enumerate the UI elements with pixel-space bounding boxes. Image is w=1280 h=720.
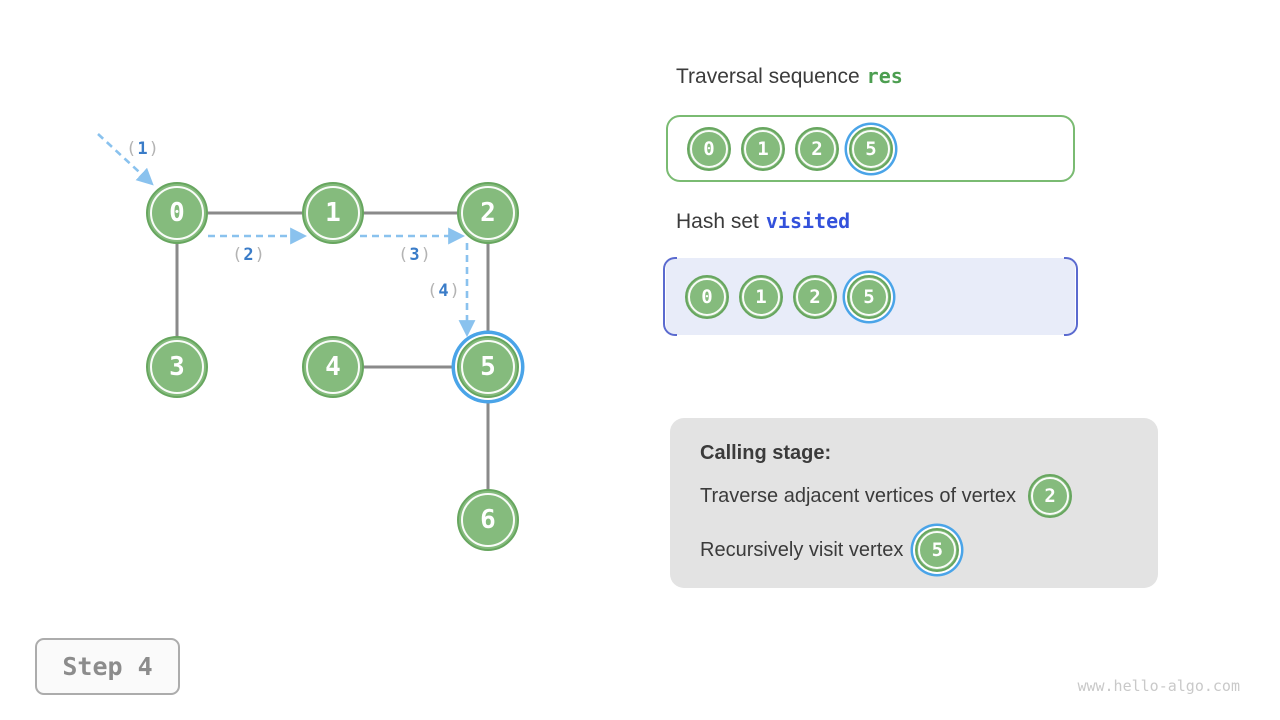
visited-panel-title: Hash set visited (676, 209, 850, 234)
res-item-0: 0 (687, 126, 731, 171)
arrow-label-2-num: 2 (243, 245, 255, 265)
calling-line-2-text: Recursively visit vertex (700, 538, 904, 561)
arrow-label-4-num: 4 (438, 281, 450, 301)
traversal-arrow-lines (97, 133, 476, 338)
arrow-label-1: (1) (126, 139, 160, 159)
calling-line-1-node: 2 (1028, 474, 1073, 518)
res-sequence-box: 0 1 2 5 (666, 115, 1075, 182)
arrow-label-3-close: ) (420, 245, 432, 265)
res-items: 0 1 2 5 (668, 117, 1073, 180)
res-panel-title: Traversal sequence res (676, 64, 903, 89)
res-title-code: res (866, 64, 903, 88)
arrow-label-4-close: ) (449, 281, 461, 301)
arrow-label-4: (4) (427, 281, 461, 301)
arrow-label-1-num: 1 (137, 139, 149, 159)
graph-node-5: 5 (457, 336, 519, 398)
calling-line-2-node: 5 (915, 528, 960, 572)
visited-item-3: 5 (847, 274, 891, 319)
hash-bracket-right-icon (1064, 257, 1078, 336)
hash-bracket-left-icon (663, 257, 677, 336)
arrow-label-2-open: ( (232, 245, 244, 265)
calling-line-1: Traverse adjacent vertices of vertex 2 (700, 473, 1130, 519)
arrow-label-2-close: ) (254, 245, 266, 265)
res-title-text: Traversal sequence (676, 65, 860, 88)
step-badge: Step 4 (35, 638, 180, 695)
arrow-label-3: (3) (398, 245, 432, 265)
visited-title-code: visited (765, 209, 851, 233)
watermark: www.hello-algo.com (1077, 677, 1240, 695)
arrow-label-1-close: ) (148, 139, 160, 159)
graph-node-3: 3 (146, 336, 208, 398)
arrow-label-4-open: ( (427, 281, 439, 301)
arrow-label-3-open: ( (398, 245, 410, 265)
arrow-label-2: (2) (232, 245, 266, 265)
visited-hash-set-box: 0 1 2 5 (663, 257, 1078, 336)
calling-line-1-text: Traverse adjacent vertices of vertex (700, 484, 1017, 507)
res-item-1: 1 (741, 126, 785, 171)
res-item-3: 5 (849, 126, 893, 171)
graph-node-2: 2 (457, 182, 519, 244)
graph-node-1: 1 (302, 182, 364, 244)
calling-stage-title: Calling stage: (700, 442, 832, 464)
calling-line-2: Recursively visit vertex 5 (700, 527, 1130, 573)
visited-item-0: 0 (685, 274, 729, 319)
res-item-2: 2 (795, 126, 839, 171)
arrow-label-3-num: 3 (409, 245, 421, 265)
arrow-label-1-open: ( (126, 139, 138, 159)
visited-item-2: 2 (793, 274, 837, 319)
graph-node-6: 6 (457, 489, 519, 551)
visited-title-text: Hash set (676, 210, 759, 233)
graph-node-0: 0 (146, 182, 208, 244)
graph-edges-layer (97, 133, 490, 520)
graph-node-4: 4 (302, 336, 364, 398)
graph-diagram: 0 1 2 3 4 5 6 (1) (2) (3) (4) (0, 0, 660, 640)
calling-stage-box: Calling stage: Traverse adjacent vertice… (670, 418, 1158, 588)
visited-items: 0 1 2 5 (666, 258, 1075, 335)
visited-item-1: 1 (739, 274, 783, 319)
